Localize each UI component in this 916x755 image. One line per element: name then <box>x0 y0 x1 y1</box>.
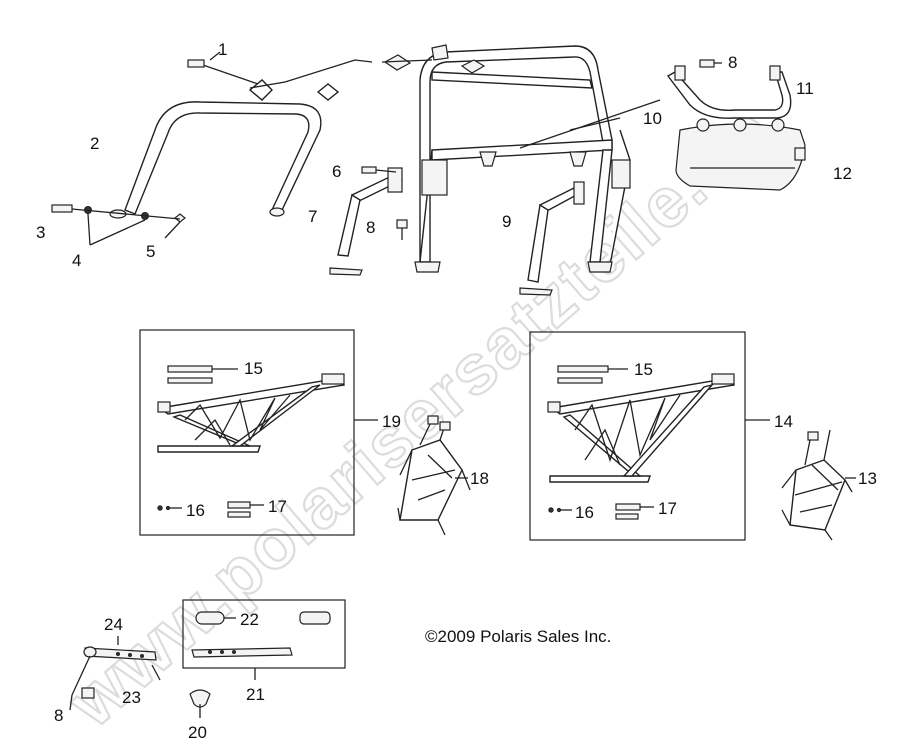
callout-19: 19 <box>382 412 401 431</box>
callout-5: 5 <box>146 242 155 261</box>
kit-box-14 <box>529 331 770 541</box>
parts-3-4-5-hardware <box>51 204 186 246</box>
callout-18: 18 <box>470 469 489 488</box>
part-8-bolt-mid <box>396 219 408 240</box>
callout-13: 13 <box>858 469 877 488</box>
callout-16-left: 16 <box>186 501 205 520</box>
part-7-brace <box>329 167 403 276</box>
callout-labels: 1 2 3 4 5 6 7 8 8 8 9 10 11 12 13 14 15 … <box>36 40 877 742</box>
callout-17-right: 17 <box>658 499 677 518</box>
callout-1: 1 <box>218 40 227 59</box>
callout-3: 3 <box>36 223 45 242</box>
callout-15-right: 15 <box>634 360 653 379</box>
callout-12: 12 <box>833 164 852 183</box>
callout-22: 22 <box>240 610 259 629</box>
callout-8-top: 8 <box>728 53 737 72</box>
callout-21: 21 <box>246 685 265 704</box>
part-2-front-bar <box>109 59 373 219</box>
part-23-pin <box>151 664 161 681</box>
part-11-rear-bar <box>666 65 792 119</box>
callout-9: 9 <box>502 212 511 231</box>
callout-8-low: 8 <box>54 706 63 725</box>
callout-8-mid: 8 <box>366 218 375 237</box>
callout-10: 10 <box>643 109 662 128</box>
callout-24: 24 <box>104 615 123 634</box>
copyright-text: ©2009 Polaris Sales Inc. <box>425 627 611 646</box>
callout-4: 4 <box>72 251 81 270</box>
callout-17-left: 17 <box>268 497 287 516</box>
callout-14: 14 <box>774 412 793 431</box>
part-20-clamp <box>189 689 211 718</box>
kit-box-21 <box>182 599 346 680</box>
part-1-bolt <box>187 51 221 68</box>
kit-box-19 <box>139 329 378 536</box>
callout-11: 11 <box>796 79 814 98</box>
callout-15-left: 15 <box>244 359 263 378</box>
part-6-bolt <box>361 166 397 174</box>
part-18-side-net <box>397 415 471 536</box>
callout-7: 7 <box>308 207 317 226</box>
callout-2: 2 <box>90 134 99 153</box>
part-8-bolt-low <box>69 655 95 711</box>
part-13-side-net <box>781 429 856 541</box>
callout-20: 20 <box>188 723 207 742</box>
callout-23: 23 <box>122 688 141 707</box>
callout-16-right: 16 <box>575 503 594 522</box>
part-12-rear-net <box>675 118 806 191</box>
callout-6: 6 <box>332 162 341 181</box>
part-24-bracket <box>83 636 157 661</box>
part-10-main-cage <box>381 44 661 273</box>
part-8-bolt-top <box>699 59 722 68</box>
part-9-brace <box>519 181 585 296</box>
